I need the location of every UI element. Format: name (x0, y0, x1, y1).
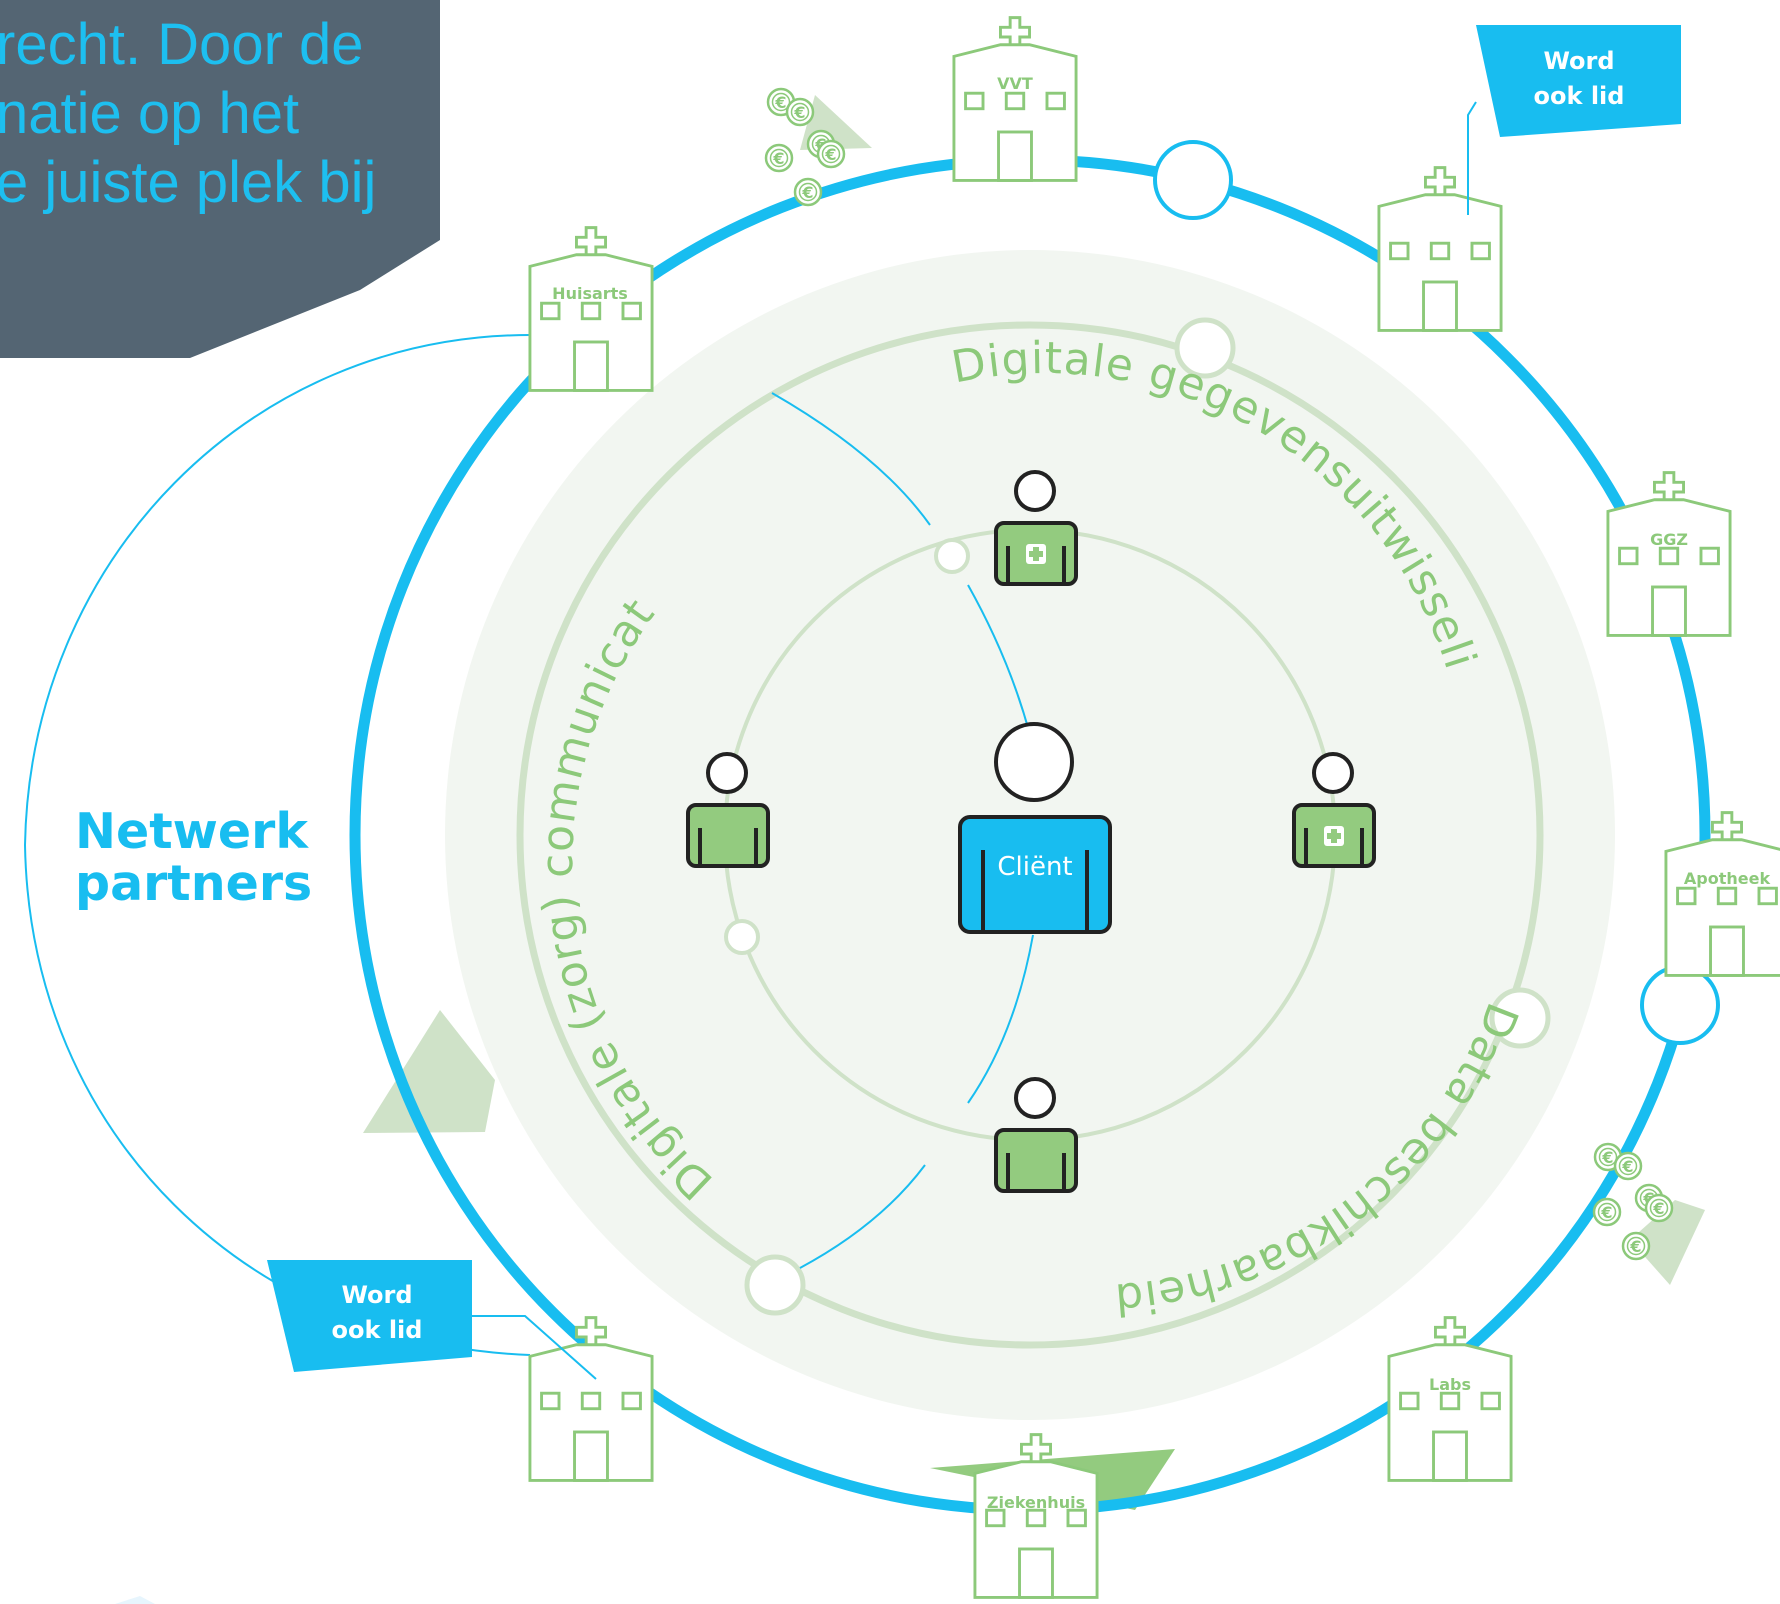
medical-cross-icon (1026, 544, 1046, 564)
euro-coin-icon: € (1621, 1231, 1651, 1261)
person-left (686, 752, 770, 868)
euro-coin-icon: € (766, 87, 796, 117)
decor-triangle-right (1630, 1200, 1705, 1285)
intro-line-1: recht. Door de (0, 12, 364, 77)
arc-node-top (1174, 317, 1236, 379)
arc-node-bottom (744, 1254, 806, 1316)
intro-line-2: natie op het (0, 81, 299, 146)
building-label-apotheek: Apotheek (1684, 869, 1771, 888)
svg-text:€: € (1600, 1203, 1612, 1222)
euro-coin-icon: € (816, 139, 846, 169)
client-figure: Cliënt (958, 722, 1112, 934)
svg-text:€: € (801, 183, 813, 202)
building-label-huisarts: Huisarts (552, 284, 628, 303)
euro-coin-icon: € (1613, 1151, 1643, 1181)
euro-coin-icon: € (1593, 1142, 1623, 1172)
euro-coin-icon: € (1644, 1193, 1674, 1223)
building-vvt: VVT (952, 16, 1078, 182)
euro-coin-icon: € (785, 97, 815, 127)
building-labs: Labs (1387, 1316, 1513, 1482)
medical-cross-icon (1324, 826, 1344, 846)
inner-node-left (724, 919, 760, 955)
svg-text:€: € (772, 149, 784, 168)
building-label-ziekenhuis: Ziekenhuis (987, 1493, 1085, 1512)
decor-corner-bottom-left (115, 1596, 155, 1604)
client-label: Cliënt (997, 852, 1072, 882)
svg-text:€: € (1621, 1157, 1633, 1176)
building-ziekenhuis: Ziekenhuis (973, 1433, 1099, 1599)
euro-coin-icon: € (1592, 1197, 1622, 1227)
badge-top-right-line2: ook lid (1534, 82, 1625, 110)
svg-text:€: € (793, 103, 805, 122)
badge-top-right: Word ook lid (1467, 25, 1681, 215)
connector-bottom-inner (967, 934, 1034, 1104)
connector-top (771, 392, 931, 526)
building-label-ggz: GGZ (1650, 530, 1688, 549)
coin-stack-right: € € € € € € (1592, 1142, 1674, 1261)
building-member-bottom-left (528, 1316, 654, 1482)
inner-node-top (934, 538, 970, 574)
intro-line-3: e juiste plek bij (0, 150, 376, 215)
network-partners-title-line1: Netwerk (75, 803, 309, 860)
svg-text:€: € (774, 93, 786, 112)
euro-coin-icon: € (793, 177, 823, 207)
badge-bottom-left-line2: ook lid (332, 1316, 423, 1344)
svg-text:€: € (824, 145, 836, 164)
badge-bottom-left-line1: Word (341, 1281, 412, 1309)
building-apotheek: Apotheek (1664, 811, 1780, 977)
ring-node-top (1153, 140, 1233, 220)
connector-top-inner (967, 584, 1031, 736)
svg-text:€: € (1601, 1148, 1613, 1167)
arc-node-right (1489, 987, 1551, 1049)
svg-text:€: € (1629, 1237, 1641, 1256)
building-ggz: GGZ (1606, 471, 1732, 637)
building-member-top-right (1377, 166, 1503, 332)
building-huisarts: Huisarts (528, 226, 654, 392)
euro-coin-icon: € (764, 143, 794, 173)
svg-text:€: € (1652, 1199, 1664, 1218)
person-right (1292, 752, 1376, 868)
building-label-vvt: VVT (997, 74, 1033, 93)
badge-bottom-left: Word ook lid (267, 1260, 597, 1380)
building-label-labs: Labs (1429, 1375, 1471, 1394)
arc-ring-outer (516, 321, 1544, 1349)
decor-triangle-left (363, 1010, 495, 1133)
person-top (994, 470, 1078, 586)
connector-bottom (799, 1164, 926, 1269)
coin-stack-top: € € € € € € (764, 87, 846, 207)
person-bottom (994, 1077, 1078, 1193)
intro-panel: recht. Door de natie op het e juiste ple… (0, 0, 440, 358)
ring-node-right (1640, 965, 1720, 1045)
network-partners-title-line2: partners (75, 855, 312, 912)
badge-top-right-line1: Word (1543, 47, 1614, 75)
